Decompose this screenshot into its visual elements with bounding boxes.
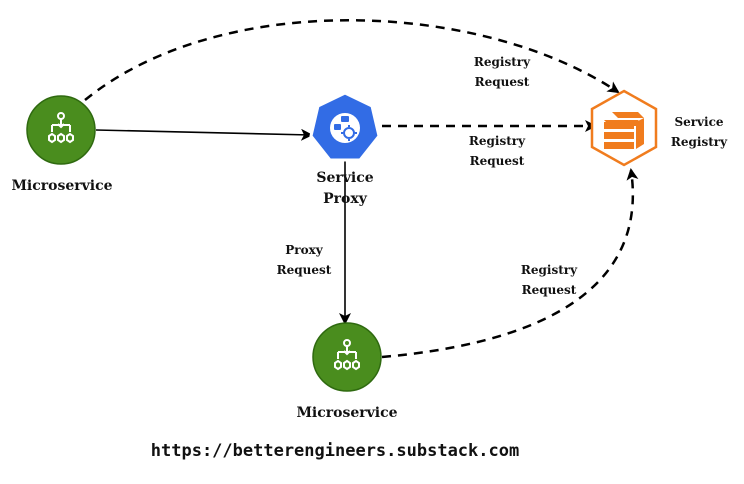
edge-label-proxy-to-registry: Registry Request [468, 134, 526, 168]
microservice-icon[interactable] [26, 95, 96, 165]
edge-label-bottom-arc: Registry Request [520, 263, 578, 297]
registry-stack-icon[interactable] [590, 89, 658, 167]
edge-top-arc-registry-request [84, 19, 620, 101]
microservice-icon[interactable] [312, 322, 382, 392]
footer-url[interactable]: https://betterengineers.substack.com [150, 441, 520, 461]
microservice-left-label: Microservice [11, 178, 113, 194]
kubernetes-proxy-icon[interactable] [309, 91, 381, 162]
service-registry-label: Service Registry [670, 115, 728, 149]
edge-label-top-arc: Registry Request [473, 55, 531, 89]
microservice-bottom-label: Microservice [296, 405, 398, 421]
edge-label-proxy-request: Proxy Request [276, 243, 332, 277]
edge-bottom-arc-registry-request [381, 168, 639, 359]
edge-micro-to-proxy [95, 128, 313, 141]
service-proxy-label: Service Proxy [316, 170, 374, 207]
